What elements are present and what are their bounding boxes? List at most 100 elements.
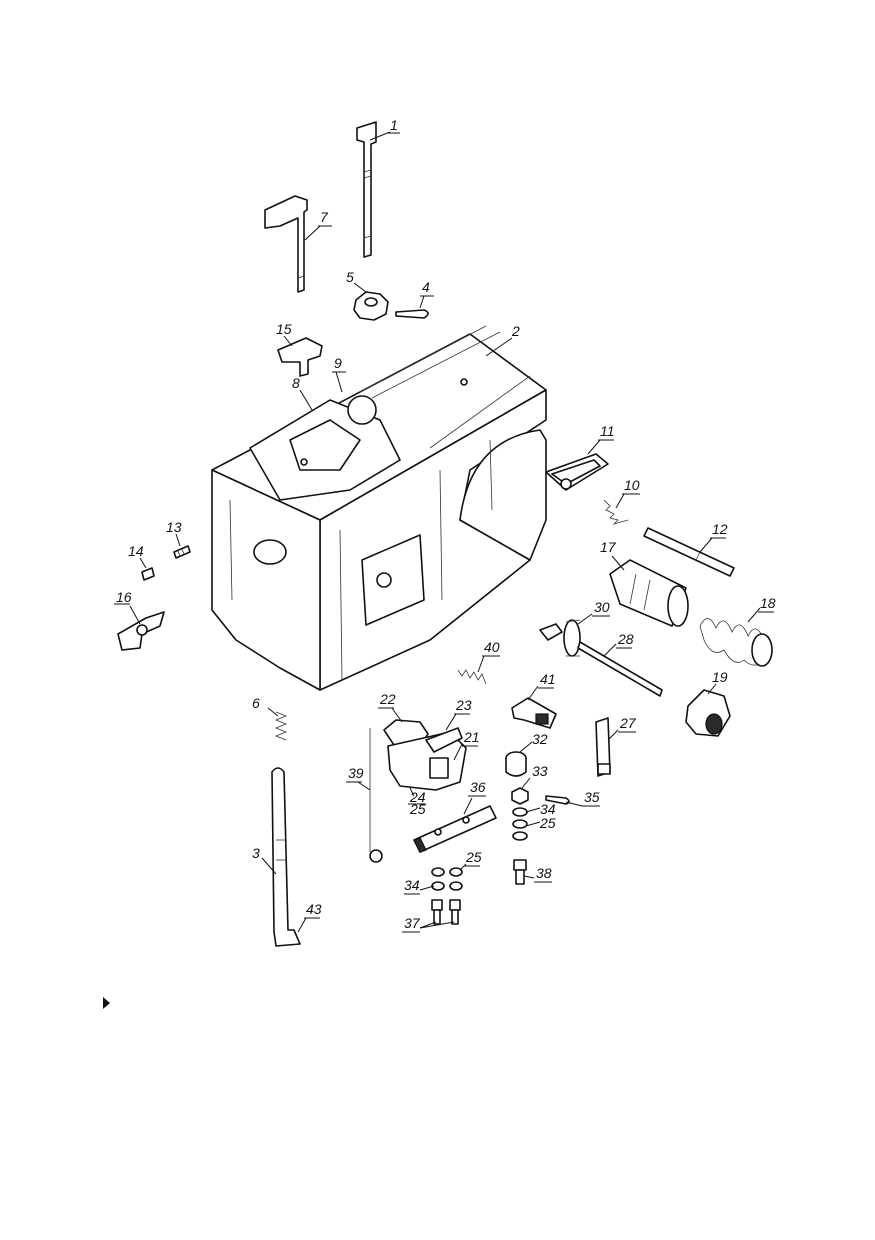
label-5: 5 [346, 269, 354, 285]
part-15-callout: 15 [276, 321, 293, 347]
label-18: 18 [760, 595, 776, 611]
part-2-main-housing [211, 325, 547, 691]
label-12: 12 [712, 521, 728, 537]
label-28: 28 [617, 631, 634, 647]
part-3-callout: 3 [252, 845, 277, 875]
label-24: 24 [409, 789, 426, 805]
label-39: 39 [348, 765, 364, 781]
part-40-spring [457, 669, 487, 685]
part-41-block [511, 697, 557, 729]
part-3-plunger [271, 767, 301, 947]
part-8-callout: 8 [292, 375, 313, 411]
label-2: 2 [511, 323, 520, 339]
part-35-callout: 35 [565, 789, 600, 807]
part-19-callout: 19 [707, 669, 728, 695]
part-5-castle-nut [353, 291, 389, 321]
part-17-callout: 17 [600, 539, 625, 571]
part-41-callout: 41 [527, 671, 556, 701]
part-34-washers-left [431, 881, 463, 891]
label-21: 21 [463, 729, 480, 745]
part-25-washers-left [431, 867, 463, 877]
label-40: 40 [484, 639, 500, 655]
part-1-shaft [356, 121, 377, 258]
part-22-callout: 22 [378, 691, 403, 723]
part-14-pin [141, 567, 155, 581]
part-13-spring-pin [173, 545, 191, 559]
part-24-25-callout: 24 25 [408, 787, 426, 817]
part-37-callout: 37 [402, 915, 455, 933]
label-1: 1 [390, 117, 398, 133]
label-15: 15 [276, 321, 292, 337]
label-4: 4 [422, 279, 430, 295]
label-9: 9 [334, 355, 342, 371]
part-6-callout: 6 [252, 695, 279, 717]
part-10-spring [603, 499, 629, 525]
part-7-callout: 7 [304, 209, 332, 241]
part-10-callout: 10 [615, 477, 640, 509]
part-16-lever [117, 611, 165, 651]
part-18-callout: 18 [747, 595, 776, 623]
part-23-callout: 23 [445, 697, 472, 731]
label-38: 38 [536, 865, 552, 881]
label-34-b: 34 [404, 877, 420, 893]
part-25-washer-right [512, 819, 528, 841]
part-43-callout: 43 [297, 901, 322, 933]
part-7-l-pin [264, 195, 308, 293]
part-40-callout: 40 [477, 639, 500, 673]
part-30-callout: 30 [577, 599, 610, 625]
part-30-gear [539, 619, 581, 657]
part-38-callout: 38 [523, 865, 552, 883]
label-16: 16 [116, 589, 132, 605]
label-33: 33 [532, 763, 548, 779]
label-25-b: 25 [539, 815, 556, 831]
part-1-callout: 1 [369, 117, 400, 141]
label-6: 6 [252, 695, 260, 711]
part-15-bracket [277, 337, 323, 377]
part-25-callout-right: 25 [525, 815, 556, 831]
part-9-callout: 9 [332, 355, 346, 393]
part-21-callout: 21 [453, 729, 480, 761]
label-11: 11 [600, 423, 615, 439]
label-22: 22 [379, 691, 396, 707]
label-41: 41 [540, 671, 556, 687]
part-33-nut [511, 787, 529, 805]
label-7: 7 [320, 209, 329, 225]
label-25-c: 25 [465, 849, 482, 865]
label-34-a: 34 [540, 801, 556, 817]
part-13-callout: 13 [166, 519, 182, 547]
part-25-callout-left: 25 [459, 849, 482, 871]
label-37: 37 [404, 915, 421, 931]
part-4-callout: 4 [419, 279, 434, 309]
part-32-callout: 32 [519, 731, 548, 753]
part-14-callout: 14 [128, 543, 147, 569]
label-14: 14 [128, 543, 144, 559]
label-35: 35 [584, 789, 600, 805]
label-23: 23 [455, 697, 472, 713]
part-33-callout: 33 [521, 763, 548, 789]
part-11-clip [545, 453, 609, 491]
part-28-callout: 28 [603, 631, 634, 657]
label-30: 30 [594, 599, 610, 615]
label-25-a: 25 [409, 801, 426, 817]
part-6-spring [274, 711, 288, 741]
label-32: 32 [532, 731, 548, 747]
label-17: 17 [600, 539, 617, 555]
part-36-callout: 36 [463, 779, 486, 815]
part-11-callout: 11 [587, 423, 615, 455]
part-34-callout-left: 34 [404, 877, 435, 895]
part-34-washer-right [512, 807, 528, 817]
part-37-screws [431, 899, 461, 925]
part-38-screw [513, 859, 527, 885]
part-19-collar [685, 689, 731, 737]
part-18-spring [699, 618, 773, 667]
part-5-callout: 5 [346, 269, 367, 293]
part-27-pin [595, 717, 611, 777]
label-27: 27 [619, 715, 637, 731]
part-17-sleeve [609, 559, 689, 627]
part-12-callout: 12 [699, 521, 728, 553]
label-19: 19 [712, 669, 728, 685]
part-34-callout-right: 34 [525, 801, 556, 817]
label-13: 13 [166, 519, 182, 535]
part-28-shaft [577, 641, 663, 697]
